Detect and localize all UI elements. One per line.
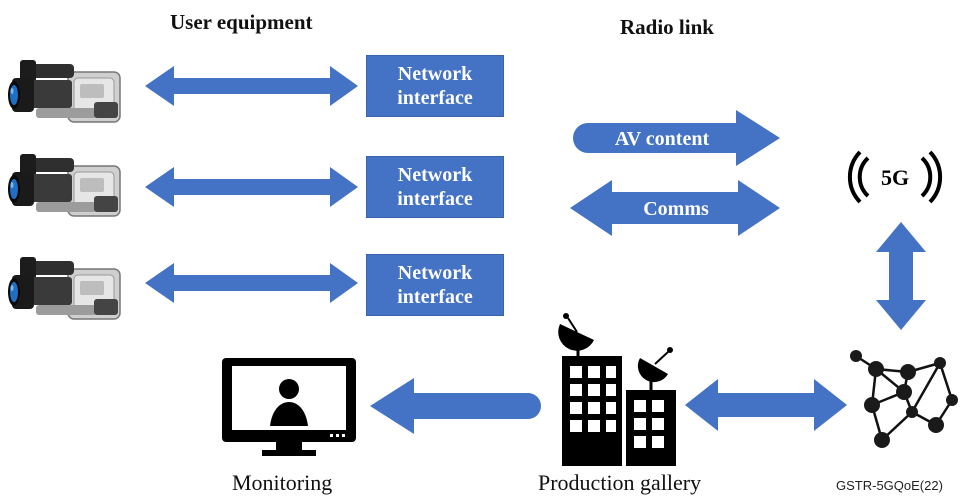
camera-link-arrow [145,66,358,106]
network-interface-box: Network interface [366,254,504,316]
network-interface-label: Network interface [397,262,473,308]
network-interface-box: Network interface [366,55,504,117]
monitoring-caption: Monitoring [232,470,333,495]
video-camera-icon [7,256,121,320]
video-camera-icon [7,153,121,217]
camera-link-arrow [145,167,358,207]
network-interface-box: Network interface [366,156,504,218]
production-gallery-caption: Production gallery [538,470,702,495]
five-g-icon: 5G [847,150,943,204]
network-graph-icon [850,350,958,448]
av-content-arrow: AV content [573,110,780,166]
video-camera-icon [7,59,121,123]
user-equipment-heading: User equipment [170,10,313,34]
camera-link-arrow [145,263,358,303]
production-gallery-icon [558,313,676,466]
network-interface-label: Network interface [397,164,473,210]
radio-link-heading: Radio link [620,15,714,39]
camera-link-arrows [145,66,358,303]
comms-label: Comms [643,198,709,220]
monitor-icon [222,358,356,456]
vertical-link-arrow [876,222,926,330]
gallery-network-arrow [685,379,847,431]
five-g-label: 5G [881,165,909,190]
gallery-monitor-arrow [370,378,541,434]
comms-arrow: Comms [570,180,780,236]
figure-reference: GSTR-5GQoE(22) [836,478,943,493]
av-content-label: AV content [615,128,710,150]
network-interface-label: Network interface [397,63,473,109]
